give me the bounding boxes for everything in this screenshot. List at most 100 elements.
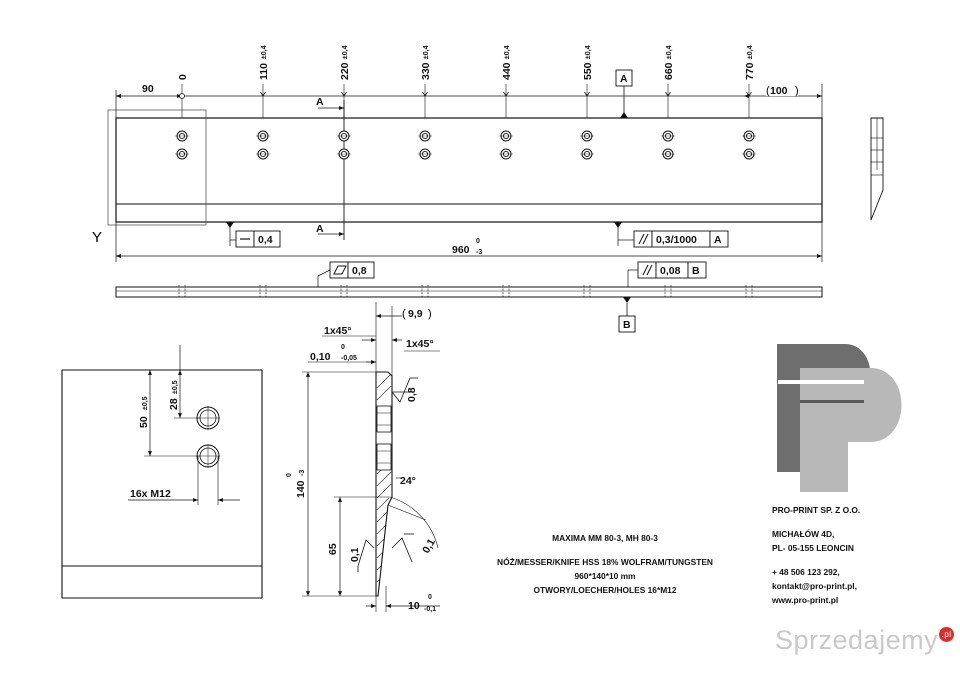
side-parallel-value: 0,08 <box>660 265 681 277</box>
watermark: Sprzedajemy.pl <box>775 625 955 656</box>
side-hole-mark <box>664 285 672 299</box>
section-angle: 24° <box>400 475 416 487</box>
top-view: Y 90 100 ( ) A A A 0,4 <box>92 45 823 262</box>
product-description: NÓŻ/MESSER/KNIFE HSS 18% WOLFRAM/TUNGSTE… <box>497 557 713 567</box>
length-tol-upper: 0 <box>476 238 480 245</box>
section-height-tol-lower: -3 <box>299 470 306 476</box>
length-value: 960 <box>452 244 470 256</box>
side-flat-value: 0,8 <box>352 265 367 277</box>
paren-open-99: ( <box>402 308 406 320</box>
hole-column: 770 ±0,4 <box>742 45 756 160</box>
side-hole-mark <box>259 285 267 299</box>
hole-position-tol: ±0,4 <box>342 45 349 59</box>
hole-position-label: 220 <box>339 62 351 80</box>
section-thickness-value: 10 <box>408 600 420 612</box>
section-dim-010: 0,10 <box>310 351 331 363</box>
hole-position-tol: ±0,4 <box>747 45 754 59</box>
side-hole-mark <box>583 285 591 299</box>
watermark-text: Sprzedajemy <box>775 625 939 655</box>
company-city: PL- 05-155 LEONCIN <box>772 543 854 553</box>
section-mark-bottom: A <box>316 223 324 235</box>
hole-columns: 0 110 ±0,4 220 ±0,4 330 ±0,4 440 ±0,4 550 ±0,4 660 ±… <box>175 45 756 160</box>
length-tol-lower: -3 <box>476 249 482 256</box>
section-dim-99: 9,9 <box>408 308 423 320</box>
company-web: www.pro-print.pl <box>772 595 839 605</box>
hole-position-tol: ±0,4 <box>423 45 430 59</box>
company-street: MICHAŁÓW 4D, <box>772 529 835 539</box>
side-view: 0,8 0,08 B B <box>115 261 823 333</box>
product-model: MAXIMA MM 80-3, MH 80-3 <box>552 533 658 543</box>
product-holes: OTWORY/LOECHER/HOLES 16*M12 <box>533 585 677 595</box>
hole-position-tol: ±0,4 <box>585 45 592 59</box>
section-dim-65: 65 <box>327 543 339 555</box>
pro-print-logo <box>777 344 902 492</box>
paren-open: ( <box>766 85 770 97</box>
roughness-top-value: 0,8 <box>406 387 418 402</box>
section-mark-top: A <box>316 96 324 108</box>
section-chamfer-1: 1x45° <box>324 325 352 337</box>
parallel-datum: A <box>714 234 722 246</box>
section-chamfer-2: 1x45° <box>406 338 434 350</box>
hole-position-label: 550 <box>582 62 594 80</box>
section-view: 140 0 -3 65 ( 9,9 ) 1x45° 1x45° 0 0,10 -… <box>286 302 440 613</box>
hole-position-label: 110 <box>258 63 270 80</box>
side-hole-mark <box>178 285 186 299</box>
detail-view: 50 ±0,5 28 ±0,5 16x M12 <box>61 345 263 599</box>
product-size: 960*140*10 mm <box>574 571 636 581</box>
hole-position-label: 770 <box>744 62 756 80</box>
section-dim-010-tol-lower: -0,05 <box>341 355 357 362</box>
detail-dim-28: 28 <box>168 398 180 410</box>
dim-90: 90 <box>142 83 154 95</box>
view-mark-y: Y <box>92 229 102 246</box>
detail-dim-50-tol: ±0,5 <box>142 396 149 410</box>
hole-position-tol: ±0,4 <box>666 45 673 59</box>
company-phone: + 48 506 123 292, <box>772 567 840 577</box>
parallel-value: 0,3/1000 <box>656 234 697 246</box>
logo-light-p <box>800 368 902 492</box>
hole-column: 0 <box>175 74 189 160</box>
watermark-badge: .pl <box>939 627 955 642</box>
end-profile <box>870 117 884 221</box>
hole-position-label: 660 <box>663 62 675 80</box>
hole-position-label: 440 <box>501 62 513 80</box>
hole-column: 220 ±0,4 <box>337 45 351 160</box>
section-height-tol-upper: 0 <box>286 473 293 477</box>
side-parallel-datum: B <box>692 265 700 277</box>
section-thickness-tol-lower: -0,1 <box>424 606 436 613</box>
hole-position-tol: ±0,4 <box>261 45 268 59</box>
company-info: PRO-PRINT SP. Z O.O. MICHAŁÓW 4D, PL- 05… <box>772 503 860 607</box>
hole-column: 330 ±0,4 <box>418 45 432 160</box>
side-hole-mark <box>502 285 510 299</box>
hole-position-label: 330 <box>420 62 432 80</box>
roughness-top: 0,8 <box>391 377 418 403</box>
company-name: PRO-PRINT SP. Z O.O. <box>772 505 861 515</box>
side-hole-mark <box>340 285 348 299</box>
flatness-value: 0,4 <box>258 234 273 246</box>
detail-dim-50: 50 <box>138 416 150 428</box>
hole-position-tol: ±0,4 <box>504 45 511 59</box>
paren-close-99: ) <box>428 308 432 320</box>
roughness-left-value: 0,1 <box>349 547 361 562</box>
section-dim-010-tol-upper: 0 <box>341 344 345 351</box>
hole-column: 110 ±0,4 <box>256 45 270 160</box>
roughness-right: 0,1 <box>391 533 438 563</box>
roughness-left: 0,1 <box>349 539 375 572</box>
dim-100: 100 <box>770 85 788 97</box>
thread-label: 16x M12 <box>130 488 171 500</box>
datum-b-label: B <box>623 319 631 331</box>
section-height-value: 140 <box>295 480 307 498</box>
side-hole-mark <box>421 285 429 299</box>
hole-column: 660 ±0,4 <box>661 45 675 160</box>
side-view-ticks <box>178 285 753 299</box>
company-email: kontakt@pro-print.pl, <box>772 581 857 591</box>
detail-dim-28-tol: ±0,5 <box>172 380 179 394</box>
datum-a-label: A <box>620 73 628 85</box>
hole-position-label: 0 <box>177 74 189 80</box>
paren-close: ) <box>795 85 799 97</box>
section-thickness-tol-upper: 0 <box>428 594 432 601</box>
hole-column: 440 ±0,4 <box>499 45 513 160</box>
product-info: MAXIMA MM 80-3, MH 80-3 NÓŻ/MESSER/KNIFE… <box>470 531 740 597</box>
hole-column: 550 ±0,4 <box>580 45 594 160</box>
side-hole-mark <box>745 285 753 299</box>
